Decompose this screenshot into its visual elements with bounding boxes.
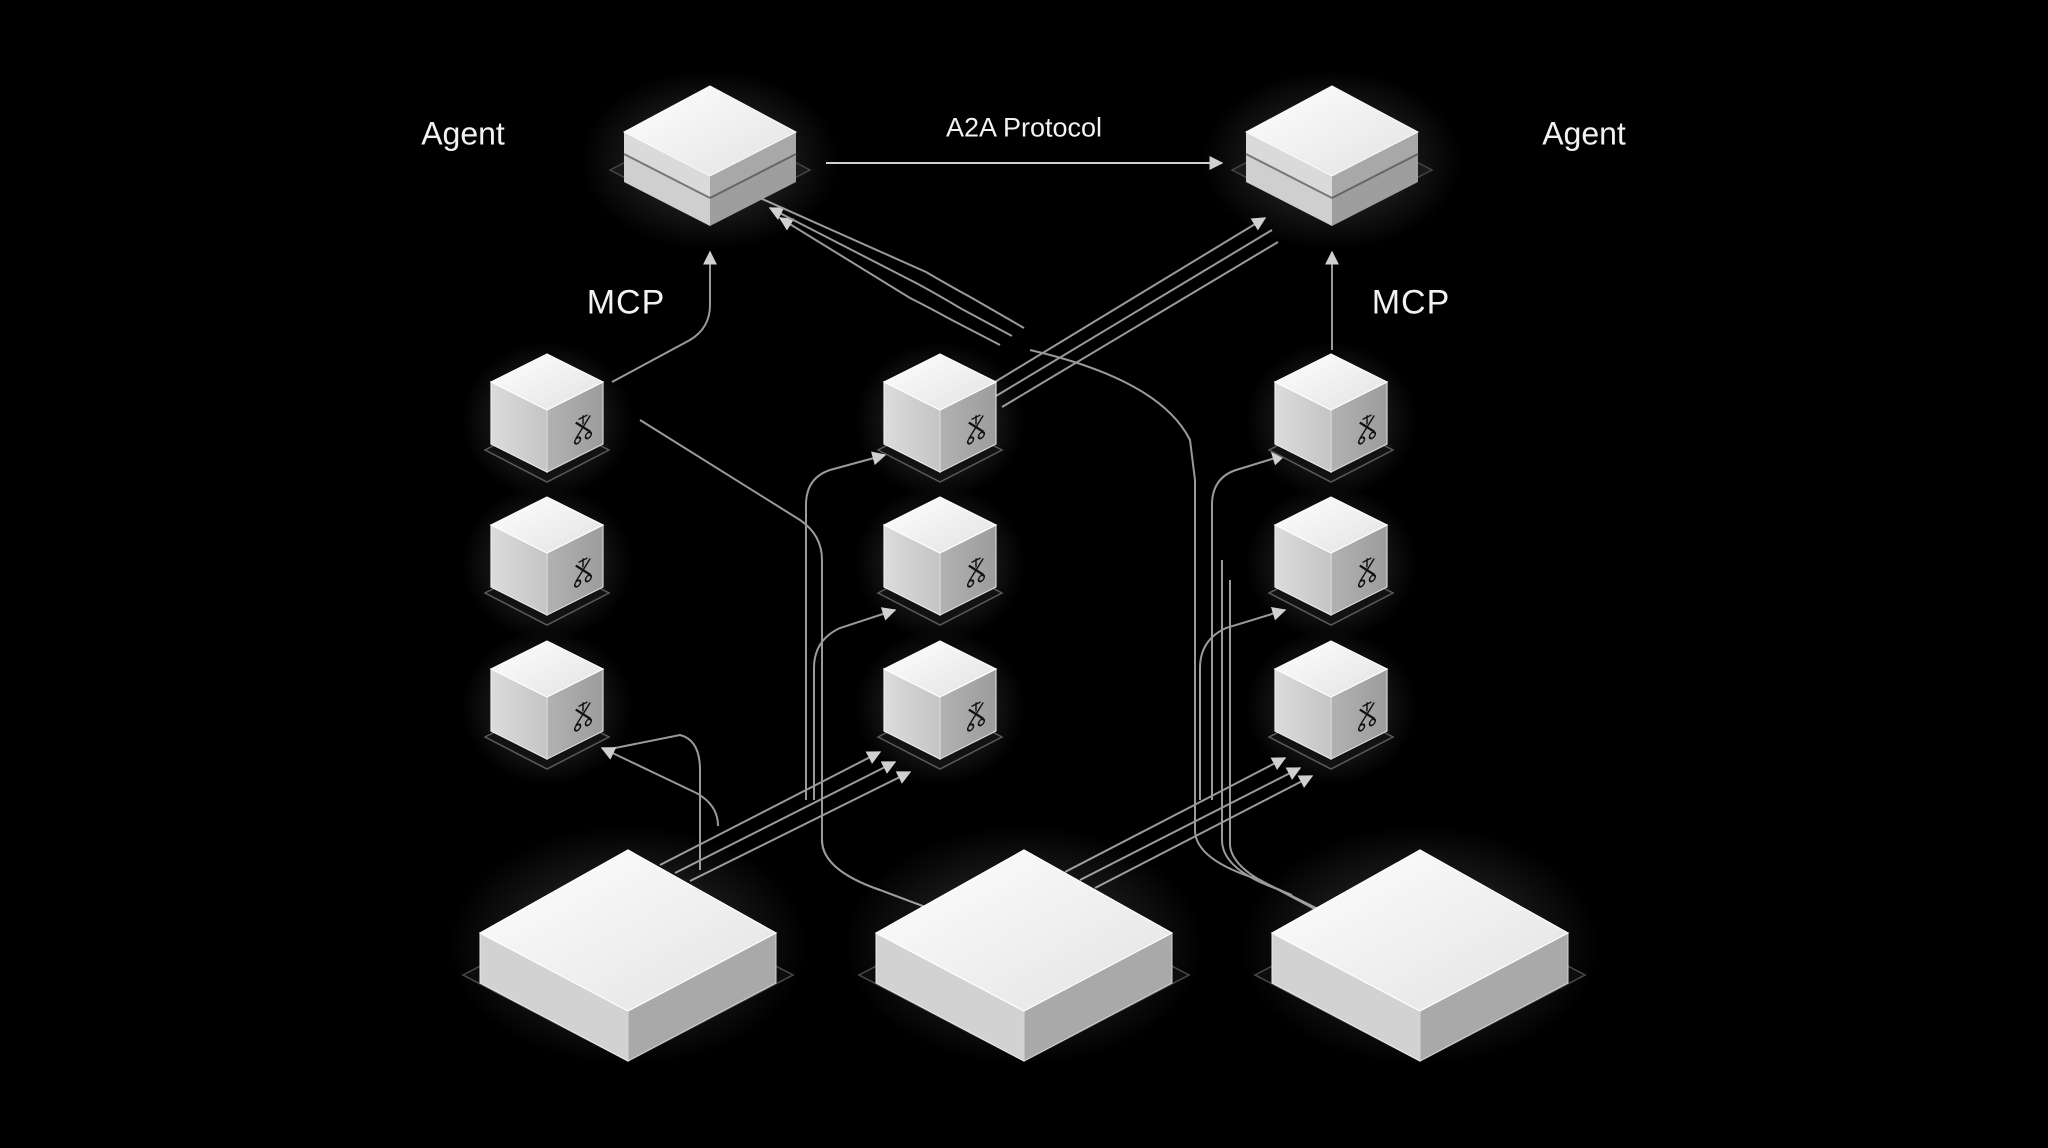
tool-cube-3-3 — [1246, 629, 1416, 785]
agent-right-label: Agent — [1542, 115, 1626, 152]
tool-cube-2-1 — [855, 342, 1025, 498]
agent-right-server — [1202, 70, 1462, 250]
tool-cube-1-3 — [462, 629, 632, 785]
data-platform-1 — [448, 825, 808, 1065]
tool-cube-2-3 — [855, 629, 1025, 785]
agent-left-label: Agent — [421, 115, 505, 152]
mcp-right-label: MCP — [1371, 283, 1451, 322]
tool-cube-1-2 — [462, 485, 632, 641]
tool-cube-1-1 — [462, 342, 632, 498]
tool-cube-2-2 — [855, 485, 1025, 641]
data-platform-2 — [844, 825, 1204, 1065]
a2a-protocol-label: A2A Protocol — [945, 112, 1103, 143]
tool-cube-3-1 — [1246, 342, 1416, 498]
mcp-left-label: MCP — [586, 283, 666, 322]
agent-left-server — [580, 70, 840, 250]
data-platform-3 — [1240, 825, 1600, 1065]
mcp-left-arrow — [611, 250, 717, 383]
tool-cube-3-2 — [1246, 485, 1416, 641]
